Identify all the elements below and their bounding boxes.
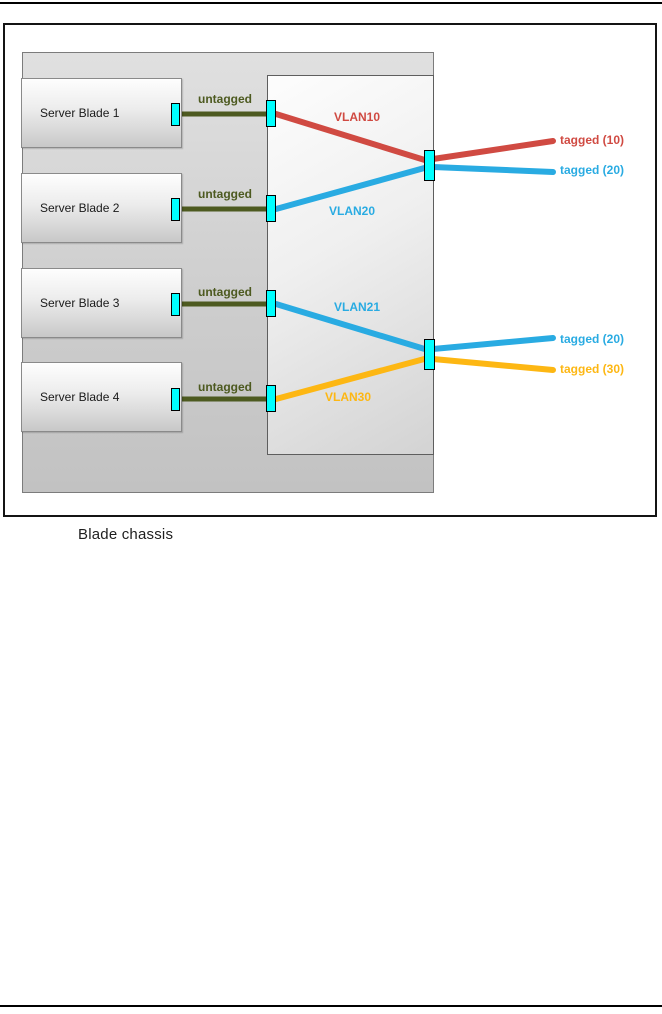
server-blade-3-box: Server Blade 3 xyxy=(21,268,182,338)
server-blade-4-box: Server Blade 4 xyxy=(21,362,182,432)
untagged-label-blade2: untagged xyxy=(198,187,252,201)
diagram-frame: Blade chassis xyxy=(3,23,657,543)
blade-3-port xyxy=(171,293,180,316)
bottom-rule-divider xyxy=(0,1005,662,1007)
uplink-port-2 xyxy=(424,339,435,370)
vlan21-label: VLAN21 xyxy=(334,300,381,314)
top-rule-divider xyxy=(0,2,662,4)
tagged-30-label: tagged (30) xyxy=(560,362,625,376)
server-blade-3-label: Server Blade 3 xyxy=(40,296,120,310)
switch-port-1 xyxy=(266,100,276,127)
tagged-20-top-label: tagged (20) xyxy=(560,163,625,177)
untagged-label-blade4: untagged xyxy=(198,380,252,394)
untagged-label-blade3: untagged xyxy=(198,285,252,299)
server-blade-2-label: Server Blade 2 xyxy=(40,201,120,215)
blade-chassis-label: Blade chassis xyxy=(78,526,174,543)
server-blade-4-label: Server Blade 4 xyxy=(40,390,120,404)
switch-port-4 xyxy=(266,385,276,412)
tagged20-uplink-line-bottom xyxy=(430,335,556,352)
server-blade-1-box: Server Blade 1 xyxy=(21,78,182,148)
vlan20-label: VLAN20 xyxy=(329,204,376,218)
vlan10-label: VLAN10 xyxy=(334,110,381,124)
uplink-port-1 xyxy=(424,150,435,181)
blade-4-port xyxy=(171,388,180,411)
tagged10-uplink-line xyxy=(430,138,556,162)
tagged-20-bottom-label: tagged (20) xyxy=(560,332,625,346)
server-blade-2-box: Server Blade 2 xyxy=(21,173,182,243)
diagram-canvas: Blade chassis xyxy=(2,0,658,543)
tagged-10-label: tagged (10) xyxy=(560,133,625,147)
server-blade-1-label: Server Blade 1 xyxy=(40,106,120,120)
switch-port-2 xyxy=(266,195,276,222)
switch-port-3 xyxy=(266,290,276,317)
blade-2-port xyxy=(171,198,180,221)
tagged20-uplink-line-top xyxy=(430,164,556,175)
vlan30-label: VLAN30 xyxy=(325,390,372,404)
blade-1-port xyxy=(171,103,180,126)
tagged30-uplink-line xyxy=(430,356,556,373)
untagged-label-blade1: untagged xyxy=(198,92,252,106)
